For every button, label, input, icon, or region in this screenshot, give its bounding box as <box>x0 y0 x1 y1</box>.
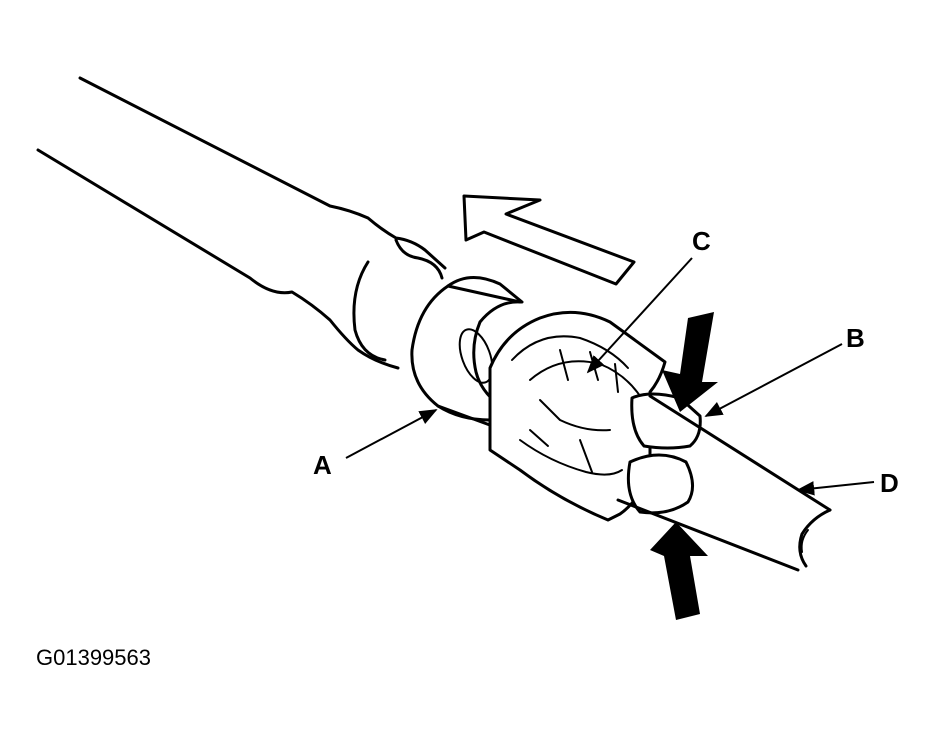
callout-label-b: B <box>846 323 865 353</box>
figure-id: G01399563 <box>36 645 151 670</box>
hose <box>36 76 447 370</box>
leader-lines <box>345 257 875 496</box>
callout-label-c: C <box>692 226 711 256</box>
connector-body-a <box>410 276 524 430</box>
hollow-arrow-icon <box>462 194 636 286</box>
callout-label-a: A <box>313 450 332 480</box>
solid-arrow-icon <box>650 312 718 620</box>
retainer-tab-lower <box>626 453 694 515</box>
retainer-housing <box>488 310 667 522</box>
callout-label-d: D <box>880 468 899 498</box>
